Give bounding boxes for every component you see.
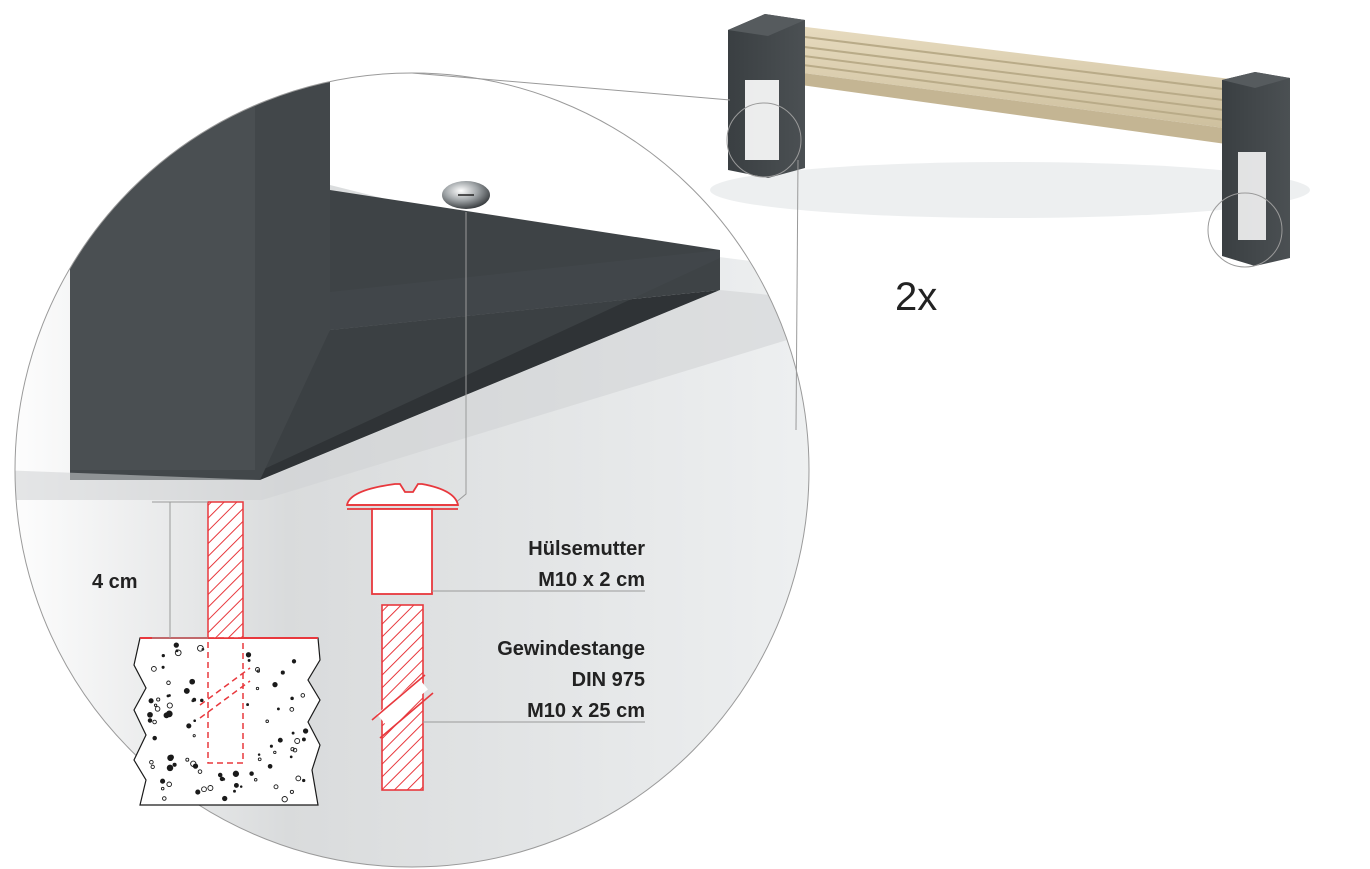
concrete-foundation <box>133 637 321 806</box>
concrete-aggregate <box>147 642 309 803</box>
threaded-rod-spec: M10 x 25 cm <box>527 700 645 722</box>
bench-illustration <box>710 14 1310 268</box>
threaded-rod-standard: DIN 975 <box>572 669 645 691</box>
magnified-detail <box>14 72 810 868</box>
sleeve-nut-drawing <box>345 483 460 595</box>
threaded-rod-drawing <box>371 604 434 791</box>
sleeve-nut-spec: M10 x 2 cm <box>538 569 645 591</box>
threaded-rod-name: Gewindestange <box>497 638 645 660</box>
quantity-label: 2x <box>895 275 937 319</box>
installation-drawing: 4 cm Hülsemutter M10 x 2 cm Gewindestang… <box>92 212 645 806</box>
anchored-rod-exposed <box>207 501 244 639</box>
sleeve-nut-name: Hülsemutter <box>528 538 645 560</box>
dimension-label: 4 cm <box>92 571 138 593</box>
